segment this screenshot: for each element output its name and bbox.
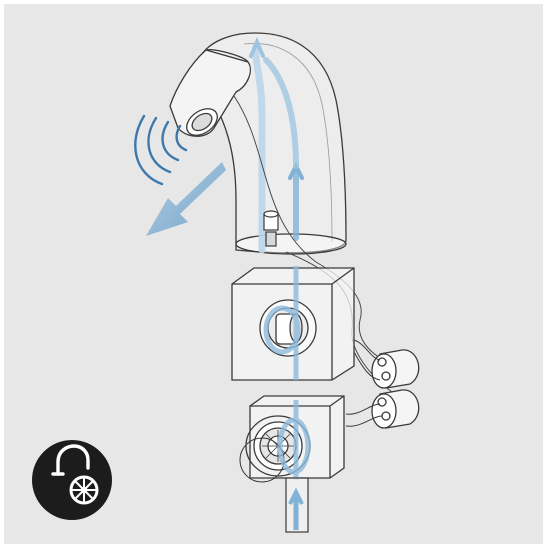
outflow-arrow — [146, 162, 226, 236]
turbine-block-lower — [240, 396, 344, 482]
inlet-pipe — [286, 478, 308, 532]
faucet-with-turbine-icon — [32, 440, 112, 520]
valve-block-upper — [232, 268, 354, 380]
spout-connector — [264, 211, 278, 246]
